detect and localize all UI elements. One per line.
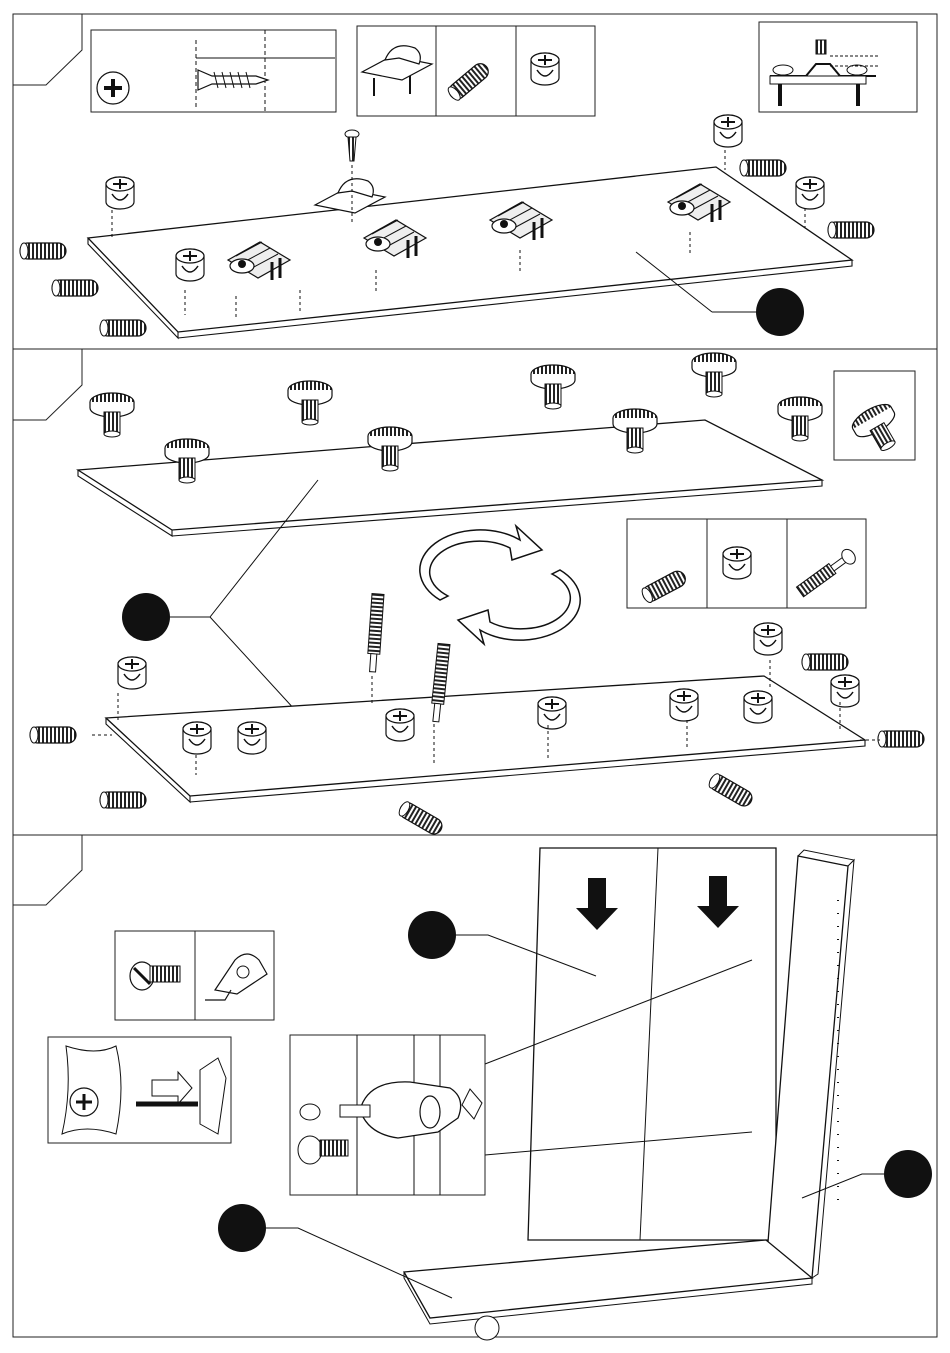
adjustable-foot xyxy=(531,365,575,409)
hardware-box xyxy=(115,931,274,1020)
part-callout xyxy=(218,1204,266,1252)
adjustable-foot xyxy=(778,397,822,441)
back-panel xyxy=(528,848,776,1240)
cam-lock xyxy=(754,623,782,655)
rotate-panel-icon xyxy=(420,526,580,644)
cam-lock xyxy=(386,709,414,741)
wooden-dowel xyxy=(20,243,66,259)
page-number-circle xyxy=(475,1316,499,1340)
cam-lock xyxy=(118,657,146,689)
adjustable-foot xyxy=(692,353,736,397)
bottom-panel xyxy=(404,1240,812,1318)
cam-bolt xyxy=(367,594,384,673)
adjustable-foot xyxy=(90,393,134,437)
cam-lock xyxy=(796,177,824,209)
wooden-dowel xyxy=(878,731,924,747)
step-number-tab xyxy=(13,835,82,905)
cam-lock-icon xyxy=(531,53,559,85)
cam-lock xyxy=(538,697,566,729)
step-number-tab xyxy=(13,14,82,85)
part-callout xyxy=(122,593,170,641)
cam-lock xyxy=(106,177,134,209)
cam-lock xyxy=(670,689,698,721)
step-3-panel xyxy=(13,835,932,1324)
screw-depth-icon xyxy=(91,30,336,112)
wooden-dowel xyxy=(52,280,98,296)
cam-lock xyxy=(831,675,859,707)
step-1-panel xyxy=(13,14,917,338)
cam-lock xyxy=(744,691,772,723)
cam-lock xyxy=(176,249,204,281)
cam-lock xyxy=(714,115,742,147)
wooden-dowel xyxy=(740,160,786,176)
wooden-dowel xyxy=(30,727,76,743)
wooden-dowel xyxy=(802,654,848,670)
wooden-dowel xyxy=(100,320,146,336)
cam-lock xyxy=(183,722,211,754)
part-callout xyxy=(884,1150,932,1198)
shelf-bracket-icon xyxy=(759,22,917,112)
hardware-box xyxy=(627,519,866,608)
screw xyxy=(345,130,359,161)
cam-lock-icon xyxy=(723,547,751,579)
hardware-box xyxy=(357,26,595,116)
wooden-dowel xyxy=(100,792,146,808)
wooden-dowel xyxy=(397,800,445,837)
adjustable-foot xyxy=(288,381,332,425)
adjustable-foot-icon xyxy=(834,371,915,460)
wooden-dowel xyxy=(828,222,874,238)
cam-tighten-icon xyxy=(48,1037,231,1143)
part-callout xyxy=(756,288,804,336)
cam-lock xyxy=(238,722,266,754)
step-2-panel xyxy=(13,349,924,837)
step-number-tab xyxy=(13,349,82,420)
part-callout xyxy=(408,911,456,959)
wooden-dowel xyxy=(707,772,755,809)
